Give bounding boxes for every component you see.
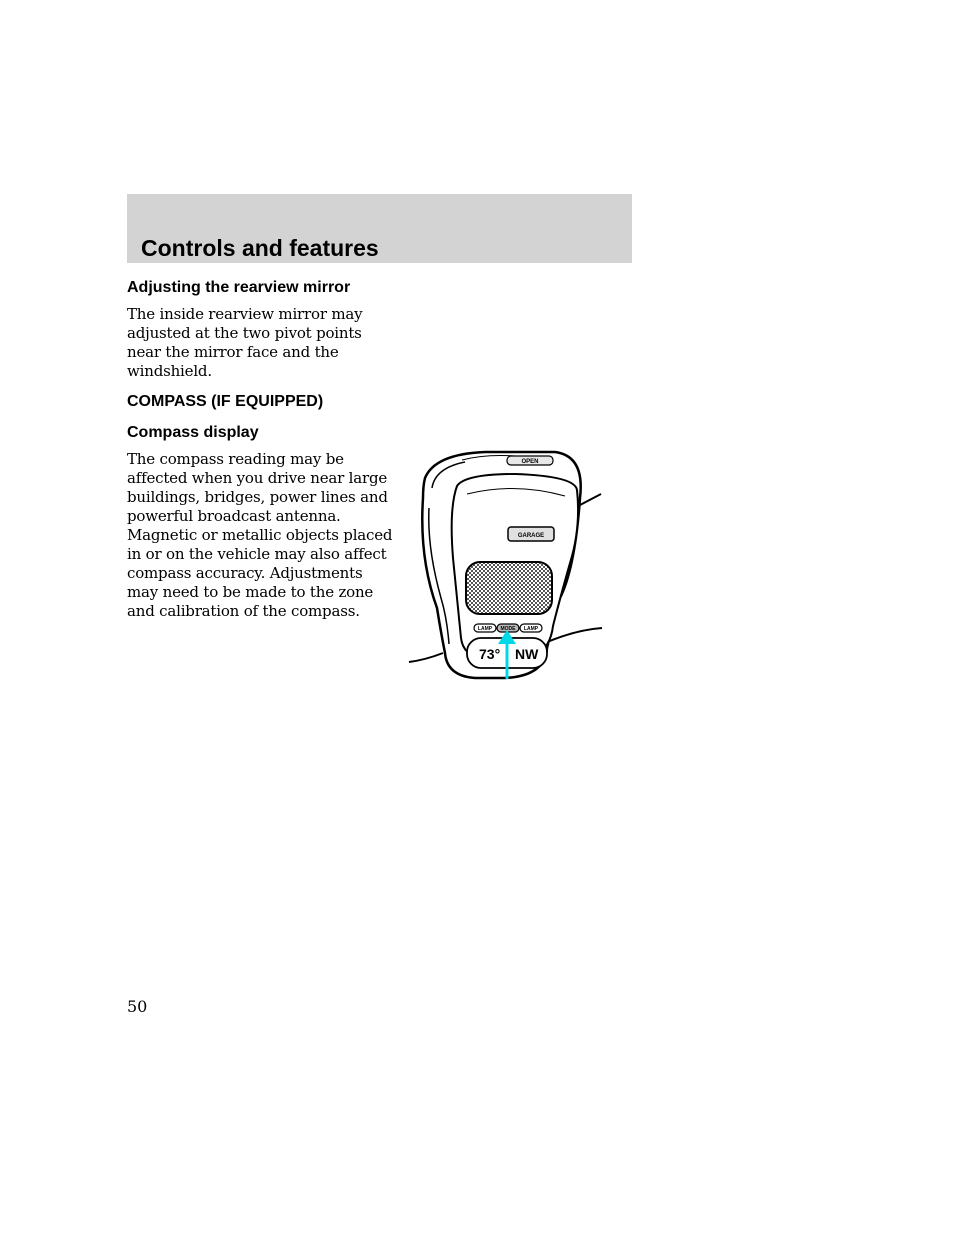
text-line: windshield. — [127, 362, 212, 380]
text-line: adjusted at the two pivot points — [127, 324, 362, 342]
text-line: affected when you drive near large — [127, 469, 388, 487]
lamp-left-button — [473, 623, 497, 633]
open-label: OPEN — [521, 459, 538, 465]
compass-subheading: Compass display — [127, 424, 259, 441]
header-band — [127, 194, 632, 263]
speaker-grille — [465, 561, 553, 615]
text-line: The inside rearview mirror may — [127, 305, 363, 323]
text-column: Adjusting the rearview mirror The inside… — [127, 278, 393, 621]
garage-label: GARAGE — [518, 533, 544, 539]
overhead-console-illustration: OPEN GARAGE LAMP MODE LAMP 73° NW — [405, 448, 605, 683]
text-line: Magnetic or metallic objects placed — [127, 526, 393, 544]
text-line: and calibration of the compass. — [127, 602, 360, 620]
garage-button — [507, 526, 555, 542]
lamp-right-button — [519, 623, 543, 633]
pointer-arrow-icon — [498, 630, 516, 679]
lamp-left-label: LAMP — [478, 626, 493, 632]
mirror-heading: Adjusting the rearview mirror — [127, 279, 351, 296]
text-line: in or on the vehicle may also affect — [127, 545, 387, 563]
headliner-line — [408, 652, 444, 663]
direction-reading: NW — [515, 646, 539, 662]
page-title: Controls and features — [141, 235, 379, 261]
mirror-paragraph: The inside rearview mirror may adjusted … — [127, 305, 377, 381]
headliner-line — [544, 627, 603, 644]
text-line: The compass reading may be — [127, 450, 344, 468]
console-drawing: OPEN GARAGE LAMP MODE LAMP 73° NW — [408, 450, 603, 680]
degrees-reading: 73° — [479, 646, 500, 662]
lamp-right-label: LAMP — [524, 626, 539, 632]
text-line: may need to be made to the zone — [127, 583, 374, 601]
headliner-line — [579, 493, 602, 506]
housing-edge — [428, 461, 466, 645]
text-line: compass accuracy. Adjustments — [127, 564, 363, 582]
mode-label: MODE — [501, 626, 517, 632]
open-button — [506, 455, 554, 466]
face-highlight — [466, 487, 566, 497]
text-line: buildings, bridges, power lines and — [127, 488, 388, 506]
page-number: 50 — [127, 997, 148, 1016]
text-line: powerful broadcast antenna. — [127, 507, 341, 525]
compass-paragraph: The compass reading may be affected when… — [127, 450, 393, 621]
compass-heading: COMPASS (IF EQUIPPED) — [127, 393, 324, 410]
text-line: near the mirror face and the — [127, 343, 339, 361]
